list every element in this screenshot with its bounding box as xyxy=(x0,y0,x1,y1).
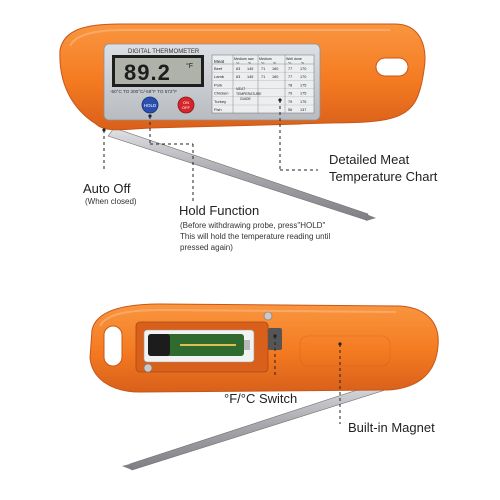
table-cell: 145 xyxy=(247,67,253,71)
on-off-button[interactable]: ON OFF xyxy=(177,96,195,114)
table-cell: 175 xyxy=(300,100,306,104)
table-cell: 63 xyxy=(236,67,240,71)
hold-button-icon[interactable] xyxy=(141,96,159,114)
unit-f: °F xyxy=(248,61,251,65)
leader-dots xyxy=(102,98,342,346)
table-cell: 160 xyxy=(272,67,278,71)
col-medium: Medium xyxy=(259,57,272,61)
table-row-meat: Turkey xyxy=(214,99,226,104)
table-cell: 71 xyxy=(261,75,265,79)
table-cell: 160 xyxy=(272,75,278,79)
screw-icon xyxy=(263,311,273,321)
chart-label-line1: Detailed Meat xyxy=(329,152,410,167)
table-cell: 175 xyxy=(300,83,306,87)
hold-note-line3: pressed again) xyxy=(180,243,233,252)
table-row-meat: Chicken xyxy=(214,91,228,96)
off-label: OFF xyxy=(182,105,191,110)
hold-note-line2: This will hold the temperature reading u… xyxy=(180,232,331,241)
table-cell: 170 xyxy=(300,67,306,71)
table-cell: 77 xyxy=(288,67,292,71)
auto-off-label: Auto Off xyxy=(83,181,131,196)
table-cell: 79 xyxy=(288,92,292,96)
unit-c: °C xyxy=(236,61,240,65)
table-row-meat: Pork xyxy=(214,82,222,87)
table-cell: 63 xyxy=(236,75,240,79)
bottom-device-body xyxy=(89,303,439,393)
on-label: ON xyxy=(183,100,189,105)
table-cell: 77 xyxy=(288,75,292,79)
hang-hole-icon xyxy=(375,57,409,77)
table-cell: 170 xyxy=(300,75,306,79)
guide-line-1: MEAT xyxy=(236,87,245,91)
unit-f: °F xyxy=(273,61,276,65)
table-cell: 137 xyxy=(300,108,306,112)
table-row-meat: Beef xyxy=(214,66,223,71)
table-cell: 175 xyxy=(300,92,306,96)
screw-icon xyxy=(143,363,153,373)
col-medium-raw: Medium raw xyxy=(234,57,254,61)
table-row-meat: Fish xyxy=(214,107,222,112)
unit-c: °C xyxy=(261,61,265,65)
control-panel: DIGITAL THERMOMETER 89.2 °F -50°C TO 300… xyxy=(103,43,321,121)
meat-temperature-table: Meat Medium raw Medium Well done °C °F °… xyxy=(211,54,315,114)
table-cell: 78 xyxy=(288,83,292,87)
on-off-button-icon[interactable] xyxy=(177,96,195,114)
switch-label: °F/°C Switch xyxy=(224,391,298,406)
guide-line-2: TEMPERATURE xyxy=(236,92,262,96)
guide-line-3: GUIDE xyxy=(240,97,251,101)
leader-lines xyxy=(103,100,341,424)
table-row-meat: Lamb xyxy=(214,74,225,79)
col-well-done: Well done xyxy=(286,57,302,61)
table-cell: 71 xyxy=(261,67,265,71)
hold-button-label: HOLD xyxy=(144,103,157,108)
table-cell: 145 xyxy=(247,75,253,79)
unit-f: °F xyxy=(301,61,304,65)
top-probe xyxy=(107,127,376,221)
unit-c: °C xyxy=(288,61,292,65)
lcd-unit: °F xyxy=(186,62,193,70)
auto-off-note: (When closed) xyxy=(85,197,137,206)
range-text: -50°C TO 300°C/-58°F TO 572°F xyxy=(110,89,177,94)
lcd-reading: 89.2 xyxy=(124,60,171,85)
battery-icon xyxy=(148,334,250,356)
hold-button[interactable]: HOLD xyxy=(141,96,159,114)
hold-note-line1: (Before withdrawing probe, press"HOLD" xyxy=(180,221,326,230)
table-cell: 79 xyxy=(288,100,292,104)
col-meat: Meat xyxy=(214,59,225,64)
magnet-label: Built-in Magnet xyxy=(348,420,435,435)
hold-function-label: Hold Function xyxy=(179,203,260,218)
table-cell: 56 xyxy=(288,108,292,112)
chart-label-line2: Temperature Chart xyxy=(329,169,438,184)
hang-hole-icon xyxy=(103,325,123,367)
panel-title: DIGITAL THERMOMETER xyxy=(128,49,200,55)
